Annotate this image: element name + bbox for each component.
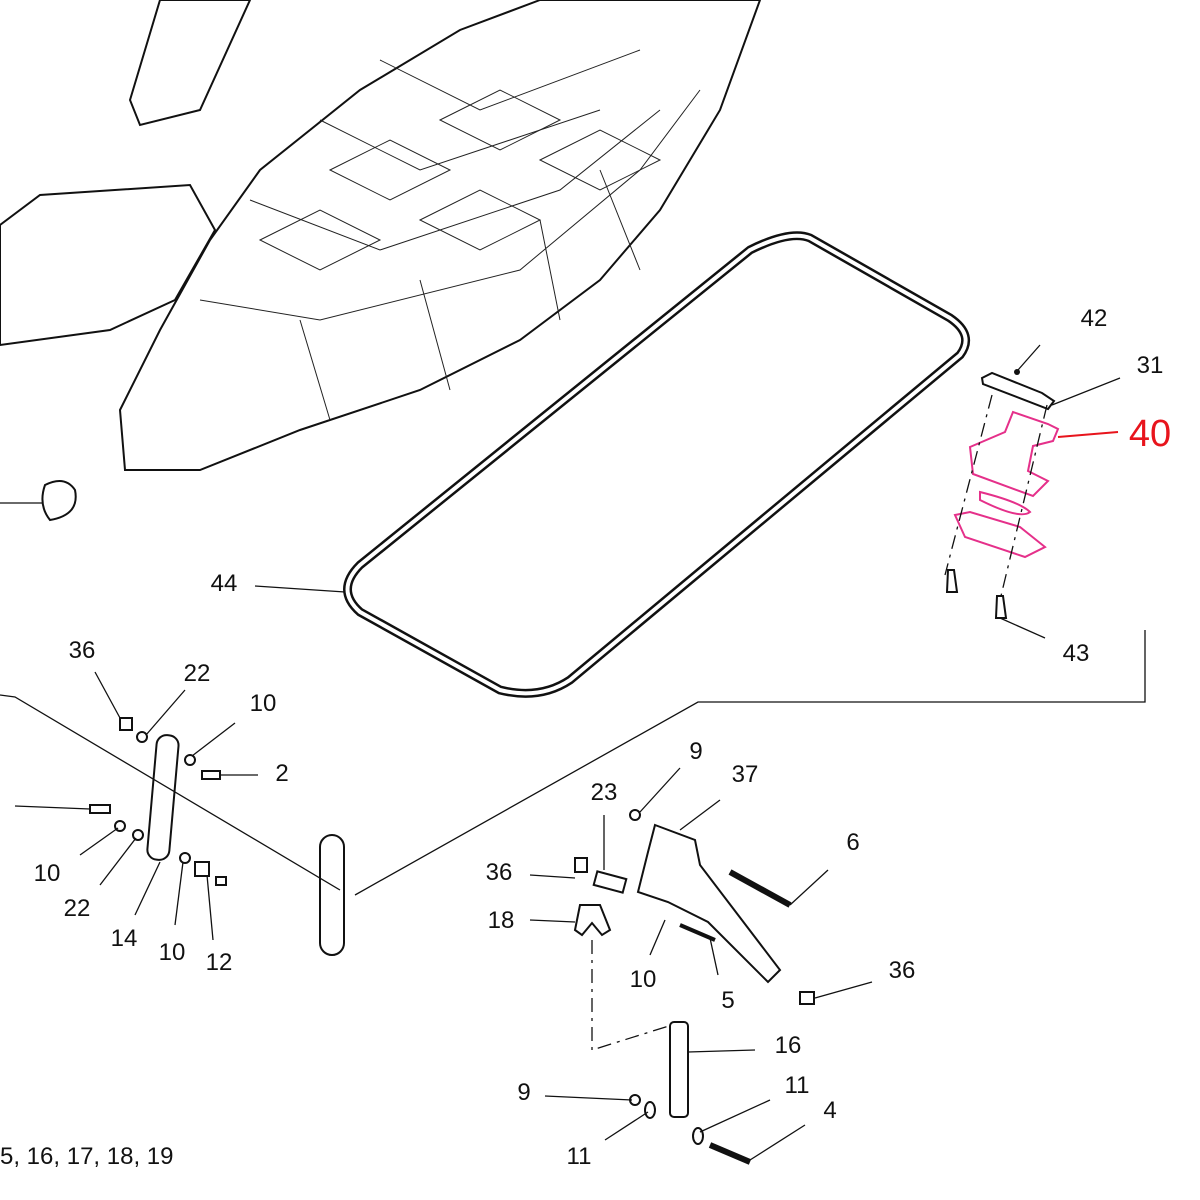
callout-43[interactable]: 43: [1063, 640, 1090, 667]
callout-16[interactable]: 16: [775, 1032, 802, 1059]
callout-36[interactable]: 36: [889, 957, 916, 984]
callout-12[interactable]: 12: [206, 949, 233, 976]
callout-11[interactable]: 11: [567, 1143, 592, 1170]
callout-6[interactable]: 6: [846, 829, 859, 856]
callout-42[interactable]: 42: [1081, 305, 1108, 332]
callout-9[interactable]: 9: [689, 738, 702, 765]
callout-11[interactable]: 11: [785, 1072, 810, 1099]
callout-10[interactable]: 10: [34, 860, 61, 887]
gasket-44: [343, 231, 971, 698]
callout-23[interactable]: 23: [591, 779, 618, 806]
callout-9[interactable]: 9: [517, 1079, 530, 1106]
callout-44[interactable]: 44: [211, 570, 238, 597]
callout-22[interactable]: 22: [64, 895, 91, 922]
link-arm-assembly: [0, 694, 345, 956]
callout-36[interactable]: 36: [486, 859, 513, 886]
latch-assembly: [354, 369, 1146, 896]
latch-part-40[interactable]: [968, 410, 1060, 498]
callout-5[interactable]: 5: [721, 987, 734, 1014]
callout-18[interactable]: 18: [488, 907, 515, 934]
callout-labels: 42 31 40 43 44 36 22 10 2 10 22 14 10 12…: [0, 305, 1171, 1170]
callout-40-highlighted[interactable]: 40: [1129, 413, 1171, 455]
callout-10[interactable]: 10: [630, 966, 657, 993]
footnote-part-list: 5, 16, 17, 18, 19: [0, 1143, 173, 1170]
callout-10[interactable]: 10: [159, 939, 186, 966]
callout-10[interactable]: 10: [250, 690, 277, 717]
leader-lines: [79, 344, 1121, 1161]
callout-22[interactable]: 22: [184, 660, 211, 687]
callout-31[interactable]: 31: [1137, 352, 1164, 379]
callout-14[interactable]: 14: [111, 925, 138, 952]
callout-4[interactable]: 4: [823, 1097, 836, 1124]
seat-assembly: [0, 0, 762, 522]
callout-37[interactable]: 37: [732, 761, 759, 788]
callout-36[interactable]: 36: [69, 637, 96, 664]
callout-2[interactable]: 2: [275, 760, 288, 787]
bracket-shock-assembly: [573, 809, 815, 1165]
